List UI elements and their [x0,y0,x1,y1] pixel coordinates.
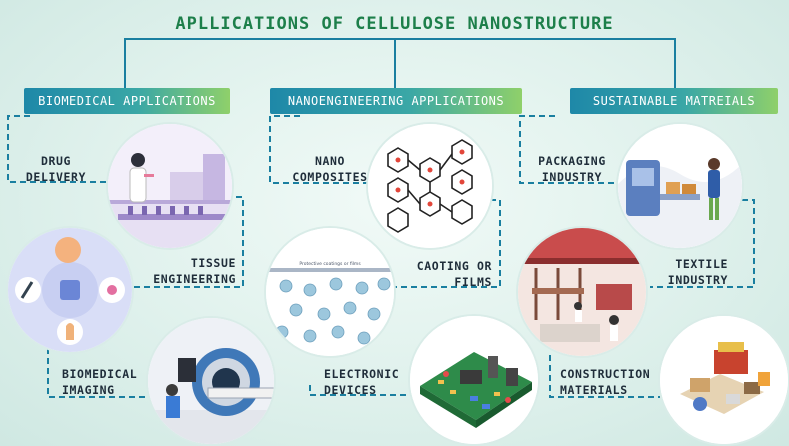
electronic-devices-image [410,316,538,444]
banner-nanoengineering: NANOENGINEERING APPLICATIONS [270,88,522,114]
page-title: APLLICATIONS OF CELLULOSE NANOSTRUCTURE [0,14,789,34]
construction-materials-image [660,316,788,444]
nano-composites-image [368,124,492,248]
packaging-industry-image [618,124,742,248]
banner-biomedical: BIOMEDICAL APPLICATIONS [24,88,230,114]
banner-sustainable: SUSTAINABLE MATREIALS [570,88,778,114]
tissue-engineering-image [8,228,132,352]
film-caption-text: Protective coatings or films [299,261,361,267]
drug-delivery-image [108,124,232,248]
coating-films-image: Protective coatings or films [266,228,394,356]
biomedical-imaging-image [148,318,274,444]
textile-industry-image [518,228,646,356]
